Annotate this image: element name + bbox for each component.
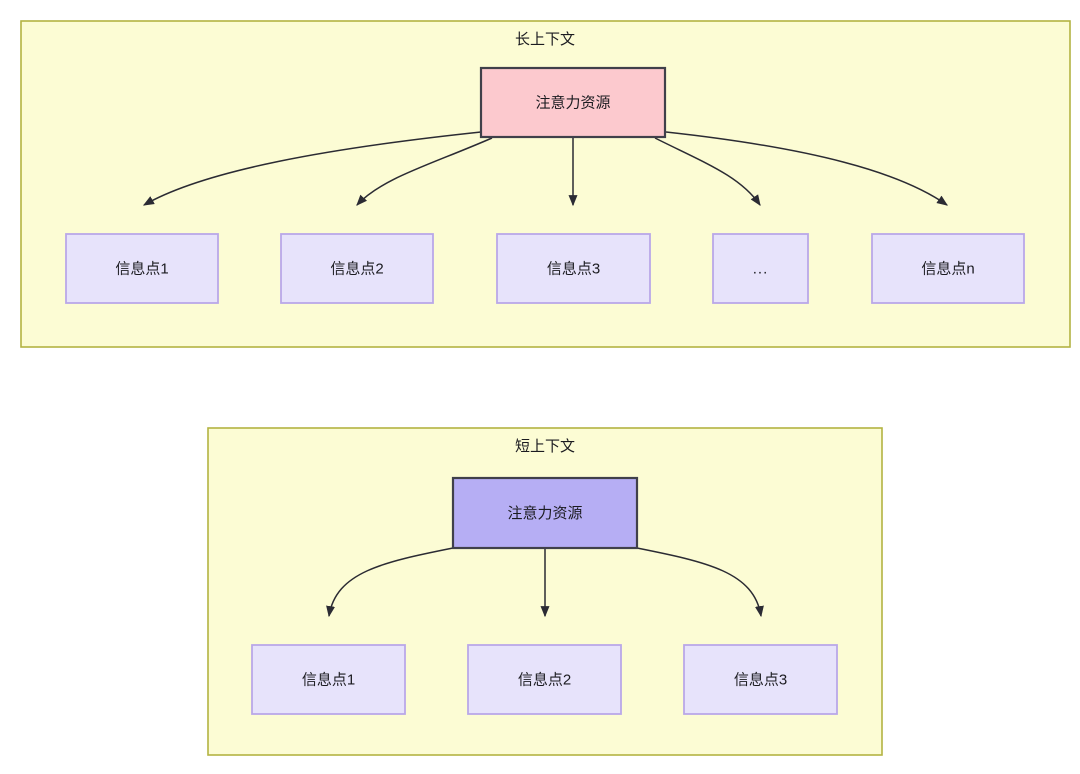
node-attention-resource-short-label: 注意力资源 [507,504,582,522]
node-info-point-n-long[interactable]: 信息点n [871,233,1025,304]
group-long-context: 长上下文 注意力资源 信息点1 信息点2 [20,20,1071,348]
group-short-context: 短上下文 注意力资源 信息点1 信息点2 [207,427,883,756]
node-info-point-1-short-label: 信息点1 [302,671,355,688]
node-attention-resource-long-label: 注意力资源 [535,93,610,111]
edge-root-to-info1-short [326,547,454,618]
node-info-point-ellipsis-long[interactable]: ... [712,233,809,304]
node-info-point-2-short-label: 信息点2 [518,671,571,688]
node-info-point-1-short[interactable]: 信息点1 [251,644,406,715]
node-attention-resource-short-rect[interactable] [451,476,639,550]
node-info-point-3-long-label: 信息点3 [547,260,600,277]
node-info-point-n-long-rect[interactable] [871,233,1025,304]
node-info-point-ellipsis-long-rect[interactable] [712,233,809,304]
edges-short-context [326,547,764,618]
node-info-point-3-long-rect[interactable] [496,233,651,304]
node-attention-resource-short[interactable]: 注意力资源 [451,476,639,550]
edge-root-to-infon [665,131,948,206]
node-info-point-ellipsis-long-label: ... [753,260,769,277]
node-info-point-1-long-label: 信息点1 [115,260,168,277]
node-info-point-2-long-rect[interactable] [280,233,434,304]
edge-root-to-ellipsis [654,137,761,206]
edges-long-context [142,131,948,207]
node-info-point-2-short-rect[interactable] [467,644,622,715]
node-info-point-3-short-rect[interactable] [683,644,838,715]
node-attention-resource-long[interactable]: 注意力资源 [479,66,667,139]
node-info-point-3-short-label: 信息点3 [734,671,787,688]
node-info-point-2-long[interactable]: 信息点2 [280,233,434,304]
node-info-point-3-short[interactable]: 信息点3 [683,644,838,715]
node-info-point-2-short[interactable]: 信息点2 [467,644,622,715]
node-info-point-1-long-rect[interactable] [65,233,219,304]
edge-root-to-info2 [356,137,493,206]
node-info-point-1-long[interactable]: 信息点1 [65,233,219,304]
node-info-point-1-short-rect[interactable] [251,644,406,715]
edge-root-to-info3-short [636,547,764,618]
node-info-point-n-long-label: 信息点n [921,260,974,277]
node-info-point-2-long-label: 信息点2 [330,260,383,277]
edge-root-to-info1 [142,131,482,206]
group-short-context-title: 短上下文 [515,438,575,455]
group-long-context-title: 长上下文 [515,31,575,48]
node-info-point-3-long[interactable]: 信息点3 [496,233,651,304]
node-attention-resource-long-rect[interactable] [479,66,667,139]
